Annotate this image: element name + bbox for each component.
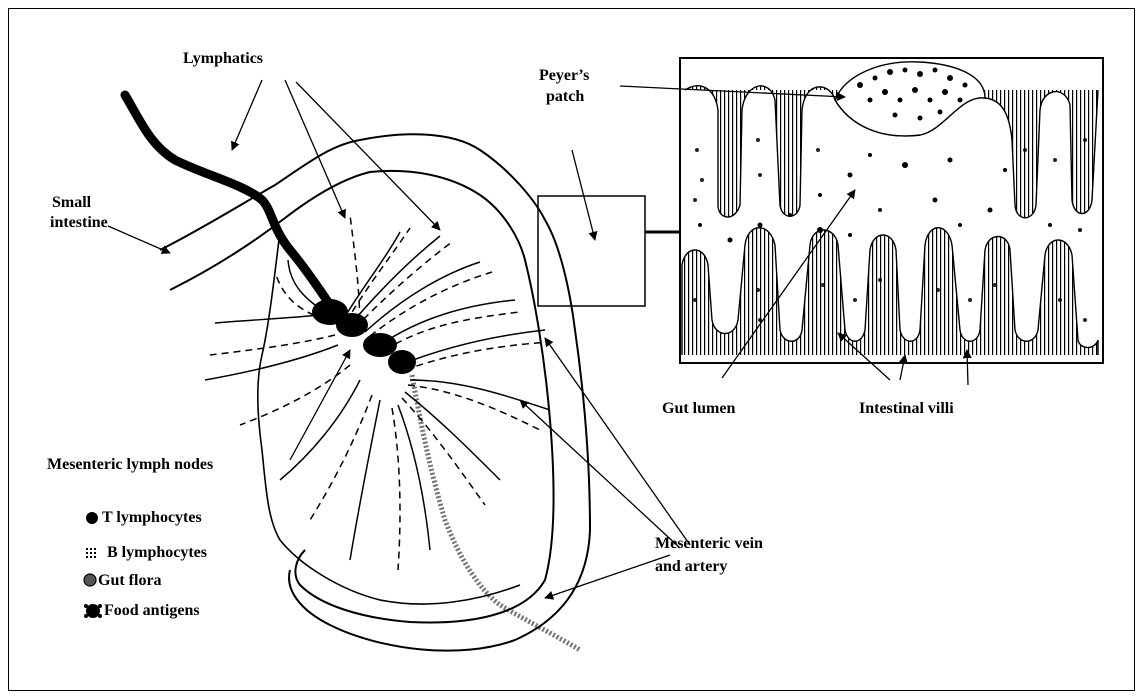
label-mesenteric-lymph-nodes: Mesenteric lymph nodes	[47, 454, 213, 476]
label-peyers-patch-line1: Peyer’s	[539, 65, 589, 87]
label-mesenteric-vein-line2: and artery	[655, 556, 727, 578]
legend-b-lymphocytes: B lymphocytes	[107, 543, 207, 563]
label-gut-lumen: Gut lumen	[662, 398, 735, 420]
hatched-dot-icon	[84, 574, 96, 586]
mesenteric-vessels	[205, 215, 550, 570]
label-intestinal-villi: Intestinal villi	[859, 398, 954, 420]
small-intestine-loop	[160, 134, 590, 650]
legend-food-antigens: Food antigens	[104, 601, 200, 621]
solid-dot-icon	[86, 512, 98, 524]
label-mesenteric-vein-line1: Mesenteric vein	[655, 533, 763, 555]
mesenteric-lymph-nodes	[312, 299, 416, 374]
legend-icons	[84, 512, 102, 618]
label-small-intestine-line2: intestine	[50, 212, 108, 234]
legend-t-lymphocytes: T lymphocytes	[102, 508, 202, 528]
spiky-dot-icon	[84, 604, 102, 618]
lymphatic-trunk	[125, 95, 330, 305]
label-peyers-patch-line2: patch	[546, 86, 584, 108]
label-small-intestine-line1: Small	[52, 192, 91, 214]
label-lymphatics: Lymphatics	[183, 48, 263, 70]
peyers-patch-box	[538, 196, 645, 306]
dotted-square-icon	[86, 548, 96, 558]
b-lymphocyte-trail	[412, 375, 580, 650]
legend-gut-flora: Gut flora	[98, 571, 162, 591]
